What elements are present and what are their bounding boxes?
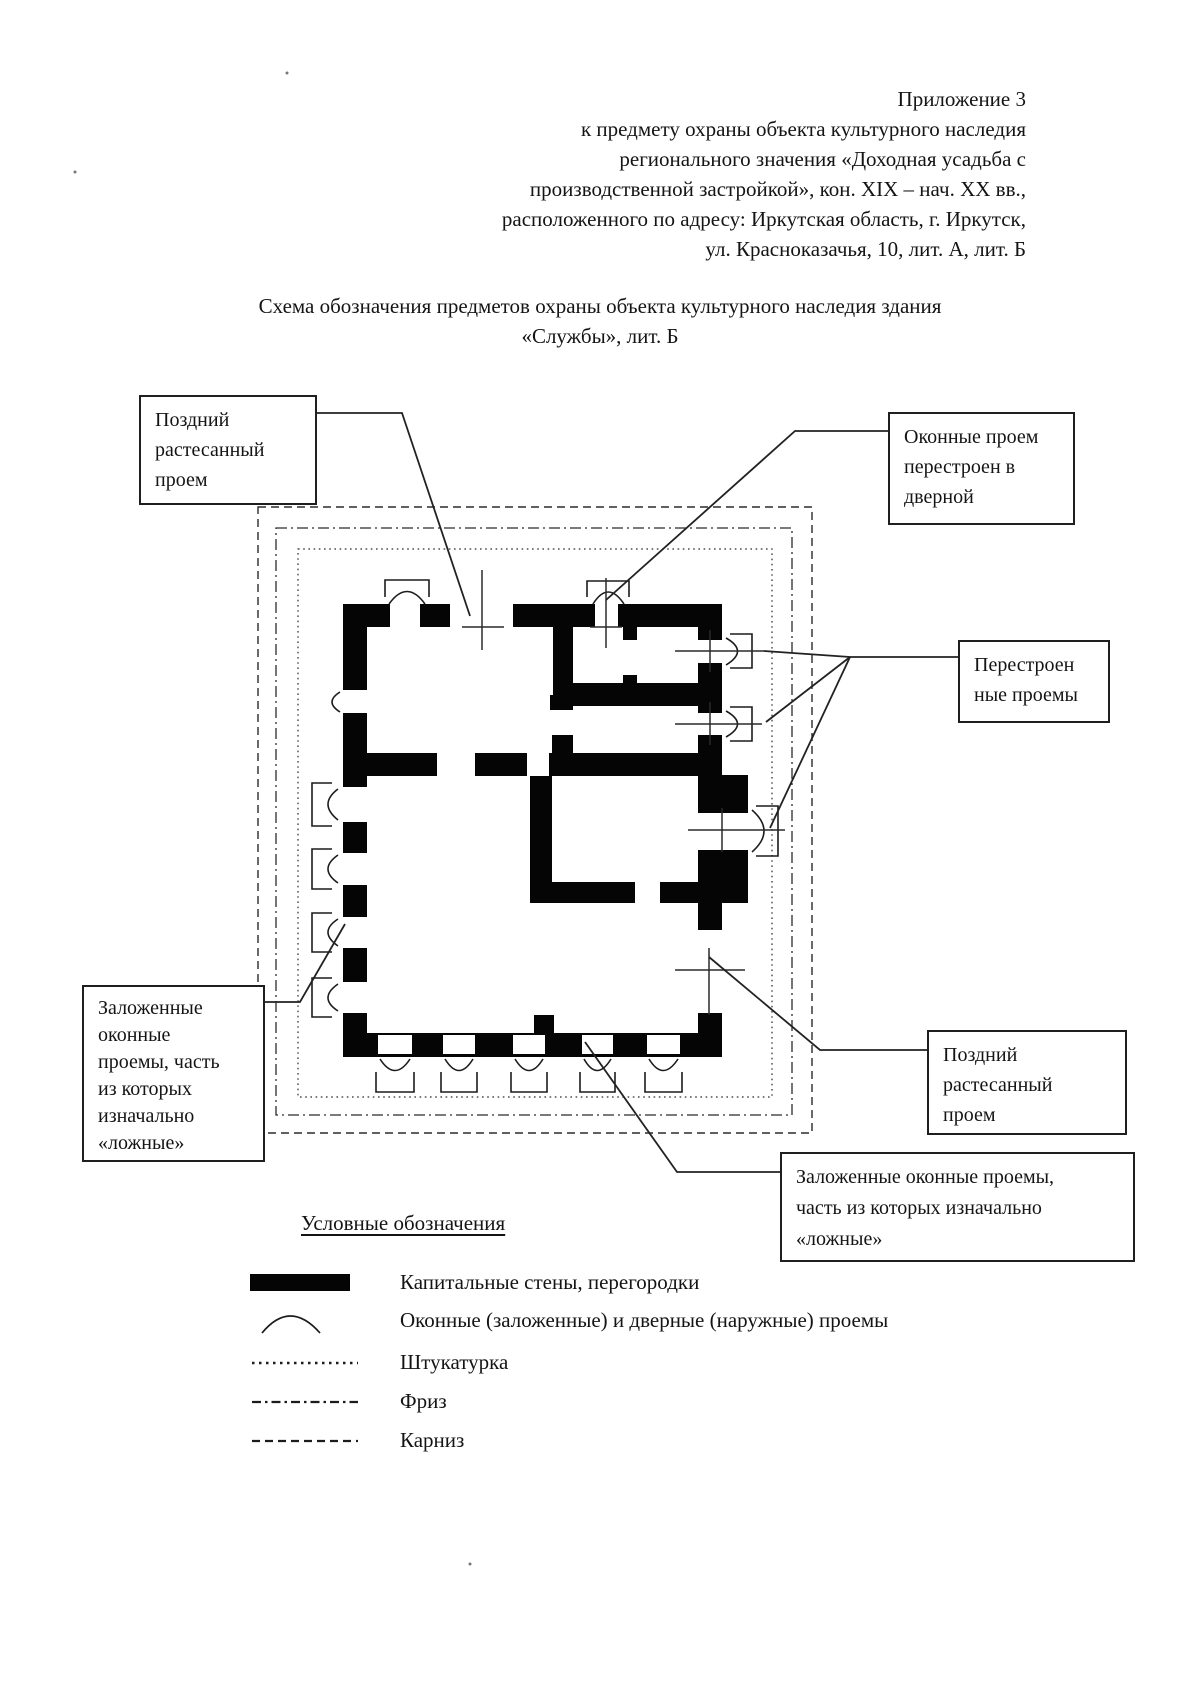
leader-bottom xyxy=(584,1041,780,1173)
scan-specks xyxy=(73,71,472,1566)
legend-heading: Условные обозначения xyxy=(301,1211,506,1235)
dotted-line-symbol xyxy=(250,1358,362,1368)
legend-label: Карниз xyxy=(400,1428,465,1452)
legend-item-plaster: Штукатурка xyxy=(250,1350,508,1375)
legend-label: Штукатурка xyxy=(400,1350,509,1374)
leader-bottom-right xyxy=(708,956,927,1051)
callout-rebuilt-openings: Перестроен ные проемы xyxy=(958,640,1110,723)
callout-window-rebuilt-into-door: Оконные проем перестроен в дверной xyxy=(888,412,1075,525)
opening-markers xyxy=(462,570,785,1015)
legend-item-walls: Капитальные стены, перегородки xyxy=(250,1270,699,1295)
leader-right-branch-2 xyxy=(765,656,851,723)
callout-blocked-window-openings-bottom: Заложенные оконные проемы, часть из кото… xyxy=(780,1152,1135,1262)
appendix-header: Приложение 3 к предмету охраны объекта к… xyxy=(501,87,1026,261)
callout-blocked-window-openings-left: Заложенные оконные проемы, часть из кото… xyxy=(82,985,265,1162)
dashed-line-symbol xyxy=(250,1436,362,1446)
wall-bar-symbol xyxy=(250,1274,362,1291)
callout-late-widened-opening-bottom: Поздний растесанный проем xyxy=(927,1030,1127,1135)
cornice-border xyxy=(257,506,813,1134)
leader-left xyxy=(262,923,346,1003)
leader-lines xyxy=(262,412,958,1173)
leader-right-branch-3 xyxy=(769,656,851,829)
leader-top-left xyxy=(317,412,471,617)
plan-borders xyxy=(257,506,813,1134)
leader-top-right xyxy=(605,430,888,601)
legend-label: Оконные (заложенные) и дверные (наружные… xyxy=(400,1307,889,1332)
legend-item-frieze: Фриз xyxy=(250,1389,447,1414)
page-title: Схема обозначения предметов охраны объек… xyxy=(258,294,942,348)
legend-label: Фриз xyxy=(400,1389,447,1413)
dash-dot-line-symbol xyxy=(250,1397,362,1407)
window-arc-symbol xyxy=(250,1303,362,1337)
legend-item-window-arcs: Оконные (заложенные) и дверные (наружные… xyxy=(250,1303,888,1337)
callout-late-widened-opening-top: Поздний растесанный проем xyxy=(139,395,317,505)
frieze-border xyxy=(275,527,793,1116)
legend-label: Капитальные стены, перегородки xyxy=(400,1270,700,1294)
plan-walls xyxy=(343,604,748,1057)
window-arc-symbols xyxy=(311,579,779,1093)
leader-right-branch-1 xyxy=(763,650,851,658)
legend-item-cornice: Карниз xyxy=(250,1428,464,1453)
plaster-border xyxy=(297,548,773,1098)
